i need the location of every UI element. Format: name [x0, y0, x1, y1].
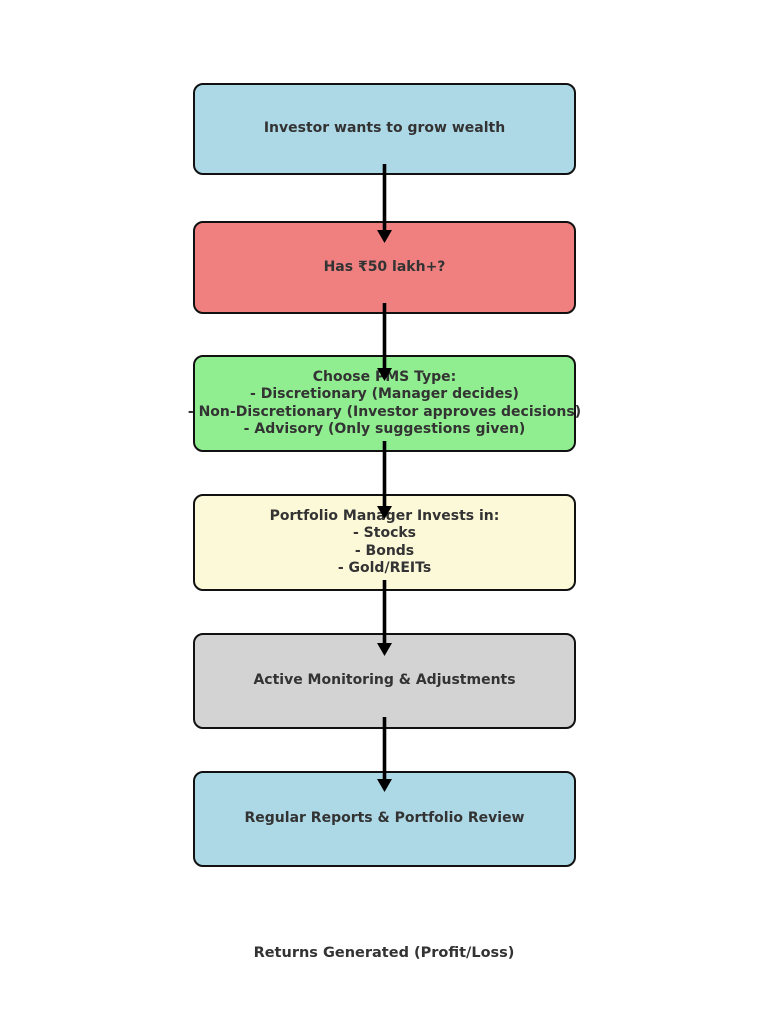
- node-label-line: - Stocks: [352, 525, 417, 541]
- flow-node-eligibility-check: Has ₹50 lakh+?: [193, 221, 576, 314]
- node-label-line: - Bonds: [354, 542, 415, 559]
- flow-node-regular-reports: Regular Reports & Portfolio Review: [193, 771, 576, 867]
- node-label-line: - Discretionary (Manager decides): [250, 386, 519, 402]
- node-label-line: Portfolio Manager Invests in:: [269, 507, 500, 524]
- node-label-line: - Advisory (Only suggestions given): [243, 421, 526, 437]
- flow-node-choose-pms-type: Choose PMS Type: - Discretionary (Manage…: [188, 355, 581, 452]
- node-label-line: - Non-Discretionary (Investor approves d…: [187, 403, 582, 420]
- node-label: Regular Reports & Portfolio Review: [244, 810, 525, 827]
- node-label: Has ₹50 lakh+?: [323, 258, 446, 275]
- flow-node-active-monitoring: Active Monitoring & Adjustments: [193, 633, 576, 729]
- footer-label: Returns Generated (Profit/Loss): [253, 945, 515, 961]
- flow-node-manager-invests: Portfolio Manager Invests in: - Stocks -…: [193, 494, 576, 591]
- node-label-line: - Gold/REITs: [337, 560, 432, 576]
- node-label-line: Choose PMS Type:: [312, 368, 457, 385]
- node-label: Active Monitoring & Adjustments: [253, 672, 516, 689]
- flow-node-investor-goal: Investor wants to grow wealth: [193, 83, 576, 175]
- node-label: Investor wants to grow wealth: [263, 120, 506, 137]
